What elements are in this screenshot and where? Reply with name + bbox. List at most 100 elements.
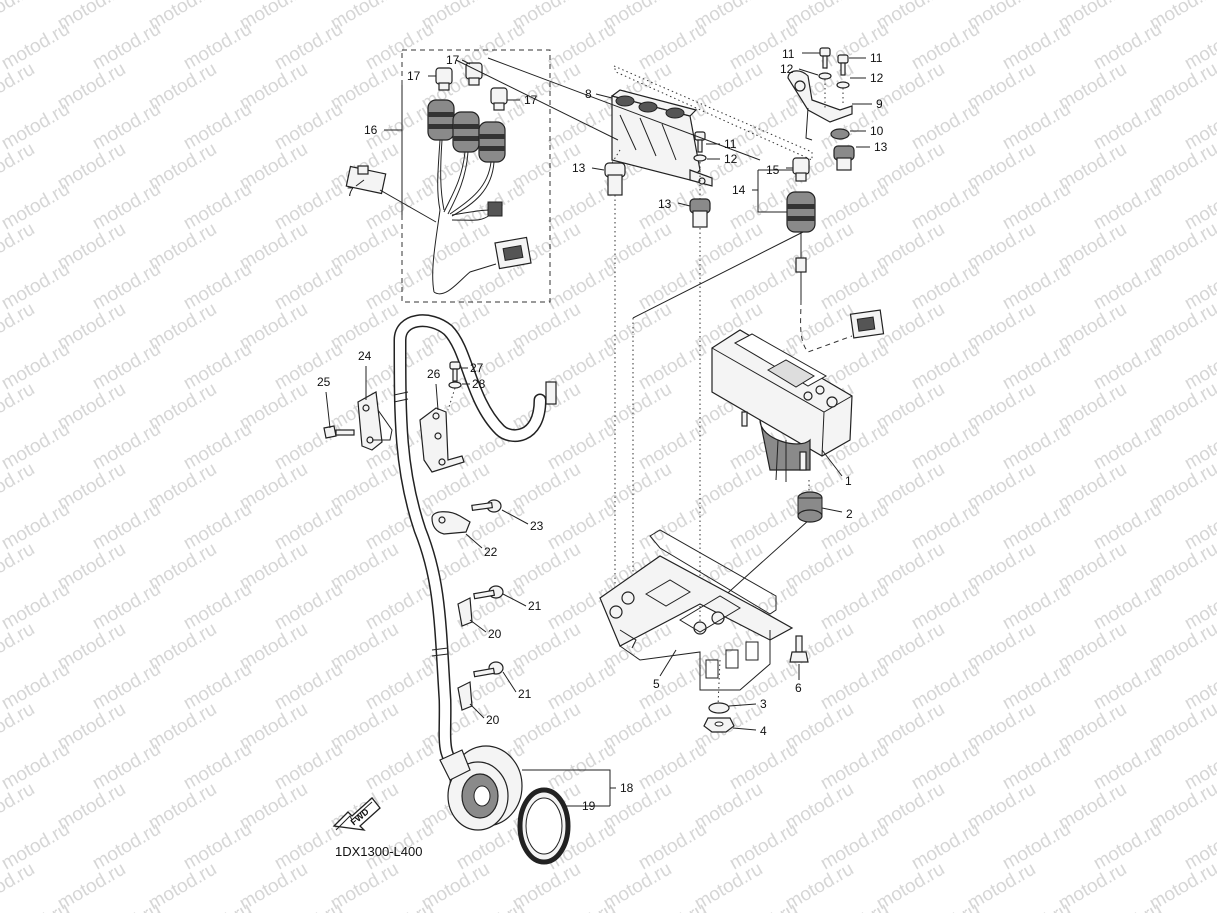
watermark-text: motod.ru bbox=[180, 99, 255, 155]
watermark-text: motod.ru bbox=[271, 99, 346, 155]
meter-gear-unit-18 bbox=[439, 745, 523, 831]
watermark-text: motod.ru bbox=[89, 499, 164, 555]
watermark-text: motod.ru bbox=[908, 899, 983, 913]
callout-24: 24 bbox=[358, 349, 372, 363]
grommet-2 bbox=[797, 491, 823, 523]
watermark-text: motod.ru bbox=[999, 499, 1074, 555]
callout-11-top-right: 11 bbox=[870, 51, 883, 65]
callout-13-middle: 13 bbox=[658, 197, 672, 211]
callout-16: 16 bbox=[364, 123, 378, 137]
watermark-text: motod.ru bbox=[89, 579, 164, 635]
watermark-text: motod.ru bbox=[635, 259, 710, 315]
callout-10: 10 bbox=[870, 124, 884, 138]
watermark-text: motod.ru bbox=[908, 259, 983, 315]
watermark-text: motod.ru bbox=[453, 259, 528, 315]
callout-14: 14 bbox=[732, 183, 746, 197]
callout-23: 23 bbox=[530, 519, 544, 533]
watermark-text: motod.ru bbox=[999, 659, 1074, 715]
callout-22: 22 bbox=[484, 545, 498, 559]
watermark-text: motod.ru bbox=[0, 259, 73, 315]
bulb-socket-middle bbox=[452, 111, 480, 153]
callout-9: 9 bbox=[876, 97, 883, 111]
harness-clamp-7 bbox=[345, 165, 437, 223]
bulb-harness-group-box bbox=[401, 49, 551, 303]
callout-6: 6 bbox=[795, 681, 802, 695]
watermark-text: motod.ru bbox=[271, 499, 346, 555]
bolt-21-upper bbox=[473, 585, 504, 600]
callout-20-upper: 20 bbox=[488, 627, 502, 641]
watermark-text: motod.ru bbox=[908, 179, 983, 235]
watermark-text: motod.ru bbox=[180, 419, 255, 475]
callout-18: 18 bbox=[620, 781, 634, 795]
callout-3: 3 bbox=[760, 697, 767, 711]
watermark-text: motod.ru bbox=[453, 899, 528, 913]
watermark-text: motod.ru bbox=[362, 579, 437, 635]
watermark-text: motod.ru bbox=[908, 579, 983, 635]
watermark-text: motod.ru bbox=[180, 499, 255, 555]
watermark-text: motod.ru bbox=[362, 259, 437, 315]
watermark-text: motod.ru bbox=[908, 739, 983, 795]
watermark-text: motod.ru bbox=[180, 179, 255, 235]
bracket-24 bbox=[357, 391, 393, 451]
watermark-text: motod.ru bbox=[908, 339, 983, 395]
callout-17-left: 17 bbox=[407, 69, 421, 83]
watermark-text: motod.ru bbox=[1090, 899, 1165, 913]
sub-harness-wires bbox=[432, 139, 532, 295]
callout-17-right: 17 bbox=[524, 93, 538, 107]
watermark-text: motod.ru bbox=[726, 499, 801, 555]
watermark-text: motod.ru bbox=[999, 579, 1074, 635]
watermark-text: motod.ru bbox=[1090, 579, 1165, 635]
speedometer-cable bbox=[393, 314, 557, 777]
watermark-text: motod.ru bbox=[0, 499, 73, 555]
watermark-text: motod.ru bbox=[1090, 499, 1165, 555]
watermark-text: motod.ru bbox=[271, 19, 346, 75]
watermark-text: motod.ru bbox=[180, 739, 255, 795]
watermark-text: motod.ru bbox=[271, 899, 346, 913]
diagram-code: 1DX1300-L400 bbox=[335, 844, 422, 859]
watermark-text: motod.ru bbox=[908, 419, 983, 475]
watermark-text: motod.ru bbox=[271, 339, 346, 395]
watermark-text: motod.ru bbox=[89, 259, 164, 315]
assembly-lines bbox=[455, 57, 810, 707]
meter-assembly-1 bbox=[711, 329, 853, 482]
watermark-text: motod.ru bbox=[999, 739, 1074, 795]
callout-19: 19 bbox=[582, 799, 596, 813]
watermark-text: motod.ru bbox=[89, 179, 164, 235]
watermark-text: motod.ru bbox=[635, 339, 710, 395]
watermark-text: motod.ru bbox=[908, 659, 983, 715]
watermark-text: motod.ru bbox=[817, 659, 892, 715]
watermark-text: motod.ru bbox=[908, 19, 983, 75]
watermark-text: motod.ru bbox=[180, 19, 255, 75]
watermark-text: motod.ru bbox=[1090, 819, 1165, 875]
watermark-text: motod.ru bbox=[635, 739, 710, 795]
washer-10 bbox=[830, 128, 850, 140]
callout-13-right: 13 bbox=[874, 140, 888, 154]
watermark-text: motod.ru bbox=[180, 579, 255, 635]
watermark-text: motod.ru bbox=[1090, 179, 1165, 235]
watermark-text: motod.ru bbox=[908, 499, 983, 555]
watermark-text: motod.ru bbox=[1090, 339, 1165, 395]
washer-12-middle bbox=[693, 154, 707, 162]
watermark-text: motod.ru bbox=[89, 19, 164, 75]
callout-8: 8 bbox=[585, 87, 592, 101]
connector-coupler bbox=[494, 236, 532, 270]
watermark-text: motod.ru bbox=[180, 339, 255, 395]
bracket-26 bbox=[419, 407, 465, 473]
callout-21-lower: 21 bbox=[518, 687, 532, 701]
watermark-text: motod.ru bbox=[271, 739, 346, 795]
watermark-text: motod.ru bbox=[817, 899, 892, 913]
watermark-text: motod.ru bbox=[362, 899, 437, 913]
watermark-text: motod.ru bbox=[999, 819, 1074, 875]
watermark-text: motod.ru bbox=[0, 899, 73, 913]
watermark-text: motod.ru bbox=[726, 739, 801, 795]
watermark-text: motod.ru bbox=[999, 899, 1074, 913]
callout-12-top-left: 12 bbox=[780, 62, 794, 76]
watermark-text: motod.ru bbox=[362, 659, 437, 715]
watermark-text: motod.ru bbox=[180, 819, 255, 875]
grommet-13-left bbox=[604, 162, 626, 196]
leader-lines bbox=[325, 52, 872, 807]
callout-21-upper: 21 bbox=[528, 599, 542, 613]
meter-bracket-5 bbox=[599, 529, 794, 691]
washer-12-left bbox=[818, 72, 832, 80]
